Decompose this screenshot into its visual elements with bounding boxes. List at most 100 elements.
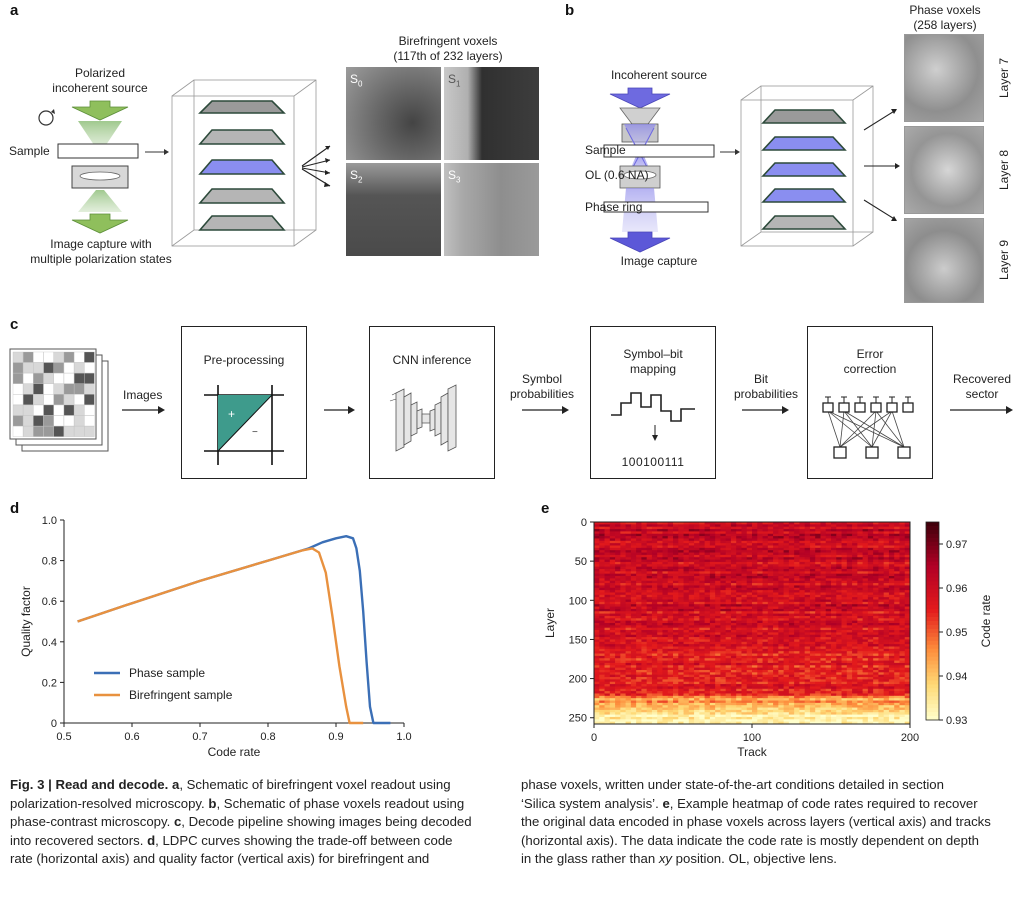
heatmap-cell (815, 573, 821, 577)
heatmap-cell (657, 576, 663, 579)
heatmap-cell (888, 578, 895, 582)
heatmap-cell (709, 707, 716, 711)
heatmap-cell (825, 679, 832, 683)
heatmap-cell (662, 662, 669, 666)
heatmap-cell (836, 693, 842, 697)
heatmap-cell (820, 646, 827, 650)
heatmap-cell (857, 613, 863, 617)
heatmap-cell (767, 660, 774, 664)
heatmap-cell (683, 590, 690, 593)
heatmap-cell (673, 540, 679, 544)
heatmap-cell (815, 693, 821, 697)
heatmap-cell (773, 667, 779, 671)
heatmap-cell (878, 559, 885, 563)
heatmap-cell (831, 561, 837, 565)
heatmap-cell (815, 679, 821, 683)
heatmap-cells (594, 522, 911, 725)
heatmap-cell (636, 630, 642, 633)
heatmap-cell (867, 672, 874, 676)
heatmap-cell (741, 674, 748, 678)
heatmap-cell (788, 660, 795, 664)
heatmap-cell (709, 540, 716, 544)
heatmap-cell (646, 587, 653, 591)
heatmap-cell (657, 674, 663, 678)
heatmap-cell (641, 606, 648, 610)
heatmap-cell (651, 526, 658, 530)
heatmap-cell (594, 592, 600, 596)
heatmap-cell (725, 686, 732, 690)
heatmap-cell (894, 620, 900, 624)
heatmap-cell (646, 594, 653, 598)
heatmap-cell (662, 637, 669, 640)
preprocessing-title: Pre-processing (203, 353, 285, 367)
heatmap-cell (594, 522, 600, 525)
heatmap-cell (688, 536, 695, 539)
heatmap-cell (878, 545, 885, 549)
heatmap-cell (799, 536, 806, 539)
heatmap-cell (673, 688, 679, 692)
heatmap-cell (683, 587, 690, 591)
recovered-label-2: sector (965, 387, 999, 401)
heatmap-cell (767, 531, 774, 535)
heatmap-cell (646, 637, 653, 640)
heatmap-cell (646, 604, 653, 607)
heatmap-cell (699, 677, 705, 680)
heatmap-cell (630, 707, 637, 711)
heatmap-cell (736, 695, 742, 699)
heatmap-cell (746, 536, 753, 539)
heatmap-cell (667, 695, 674, 699)
heatmap-cell (788, 625, 795, 629)
heatmap-cell (725, 644, 732, 647)
heatmap-cell (815, 669, 821, 673)
heatmap-cell (831, 604, 837, 607)
heatmap-cell (804, 651, 811, 654)
heatmap-cell (725, 606, 732, 610)
heatmap-cell (820, 632, 827, 636)
heatmap-cell (752, 543, 758, 546)
heatmap-cell (636, 538, 642, 542)
heatmap-cell (704, 529, 711, 532)
heatmap-cell (641, 545, 648, 549)
heatmap-cell (841, 585, 848, 589)
heatmap-cell (636, 667, 642, 671)
heatmap-cell (888, 667, 895, 671)
y-tick-label: 0 (51, 718, 57, 730)
heatmap-cell (799, 686, 806, 690)
heatmap-cell (651, 599, 658, 603)
heatmap-cell (720, 632, 727, 636)
grid-cell (12, 426, 24, 437)
heatmap-cell (746, 662, 753, 666)
heatmap-cell (704, 693, 711, 697)
cnn-title: CNN inference (392, 353, 472, 367)
heatmap-cell (609, 608, 616, 612)
heatmap-cell (662, 639, 669, 643)
heatmap-cell (852, 672, 858, 676)
heatmap-cell (720, 623, 727, 626)
heatmap-cell (688, 632, 695, 636)
heatmap-cell (651, 693, 658, 697)
heatmap-cell (599, 705, 605, 708)
variable-node (902, 402, 914, 413)
heatmap-cell (709, 639, 716, 643)
heatmap-cell (831, 611, 837, 615)
heatmap-cell (873, 597, 879, 600)
heatmap-cell (641, 576, 648, 579)
heatmap-cell (762, 623, 769, 626)
heatmap-cell (783, 672, 790, 676)
heatmap-cell (641, 604, 648, 607)
heatmap-cell (778, 543, 784, 546)
heatmap-cell (636, 691, 642, 694)
heatmap-cell (852, 564, 858, 568)
heatmap-cell (725, 540, 732, 544)
heatmap-cell (725, 564, 732, 568)
heatmap-cell (778, 592, 784, 596)
heatmap-cell (704, 627, 711, 631)
heatmap-cell (646, 660, 653, 664)
heatmap-cell (615, 677, 621, 680)
heatmap-cell (694, 688, 700, 692)
heatmap-cell (878, 538, 885, 542)
heatmap-cell (741, 599, 748, 603)
heatmap-cell (757, 620, 763, 624)
heatmap-cell (773, 529, 779, 532)
heatmap-cell (867, 561, 874, 565)
